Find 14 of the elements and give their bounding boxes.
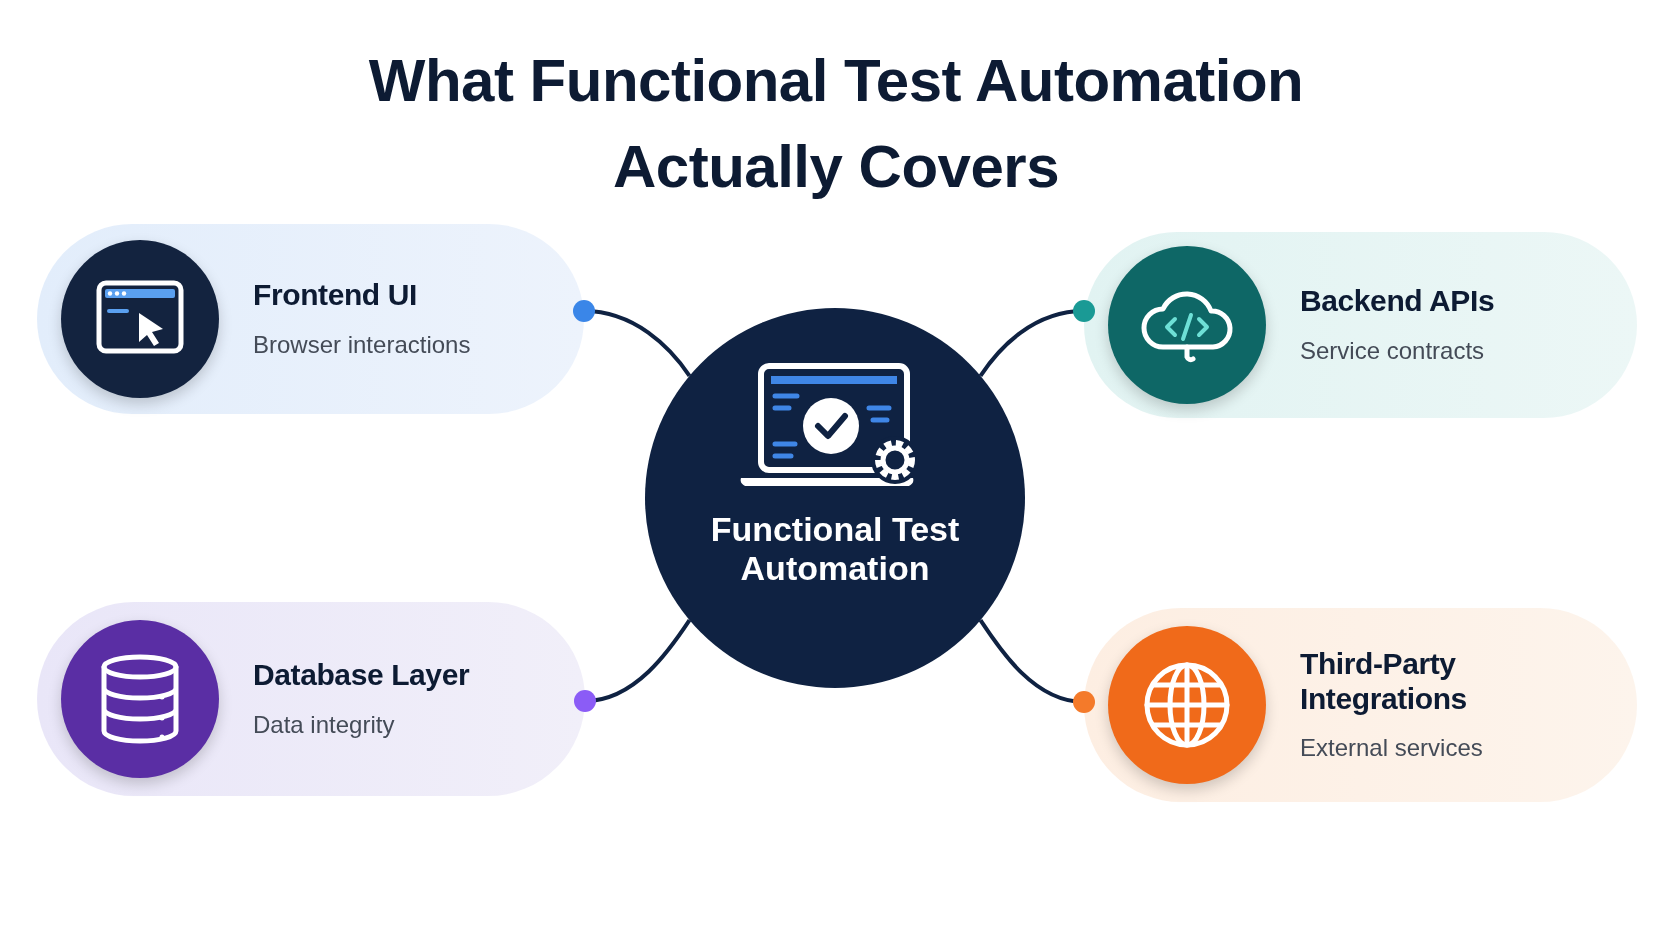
connector-line xyxy=(978,300,1095,378)
connector-line xyxy=(574,619,692,712)
center-label: Functional Test Automation xyxy=(709,510,961,589)
card-heading: Database Layer xyxy=(253,658,470,693)
card-subtitle: Browser interactions xyxy=(253,330,471,360)
card-heading: Frontend UI xyxy=(253,278,418,313)
card-subtitle: Data integrity xyxy=(253,710,396,740)
title: What Functional Test Automation Actually Covers xyxy=(367,46,1305,202)
card-heading: Backend APIs xyxy=(1300,284,1495,319)
connector-line xyxy=(978,619,1095,713)
card-subtitle: Service contracts xyxy=(1300,336,1486,366)
connector-line xyxy=(573,300,692,378)
card-subtitle: External services xyxy=(1300,734,1484,763)
card-heading: Third-Party Integrations xyxy=(1300,647,1468,717)
